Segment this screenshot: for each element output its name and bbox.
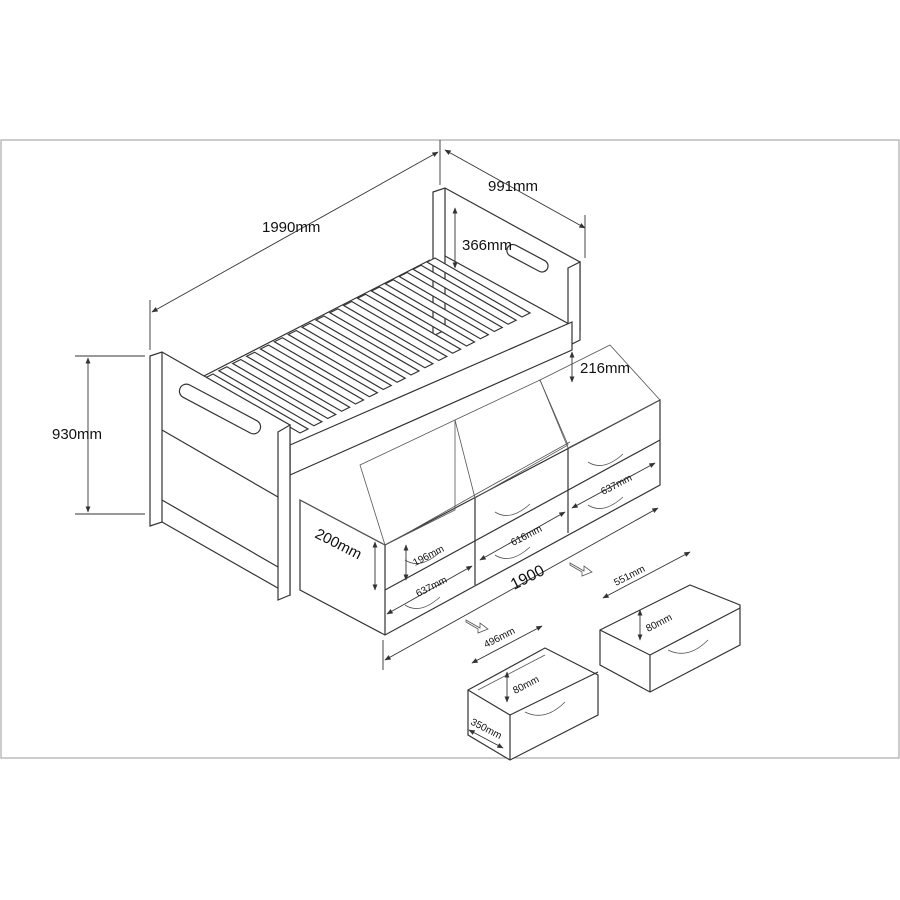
dim-overall-height: 930mm <box>52 426 102 443</box>
slat <box>259 344 365 405</box>
dim-headboard-height: 366mm <box>462 237 512 254</box>
slat <box>286 329 393 391</box>
dim-trundle-length: 1900 <box>508 562 548 593</box>
frame-border <box>0 139 900 759</box>
dim-overall-width: 991mm <box>488 178 538 195</box>
slat <box>217 366 324 427</box>
slat <box>314 315 421 376</box>
arrow-icon <box>465 619 489 634</box>
dimension-lines <box>75 140 691 749</box>
slat <box>231 358 338 420</box>
foot-board <box>149 351 291 601</box>
dim-overall-length: 1990mm <box>262 219 320 236</box>
slat <box>273 337 379 398</box>
dim-rail-height: 216mm <box>580 360 630 377</box>
slat <box>300 322 407 383</box>
arrow-icon <box>569 562 593 577</box>
bed-slats <box>203 257 532 434</box>
drawer-small <box>467 647 599 761</box>
drawer-large <box>599 584 741 693</box>
dim-drawer-large-width: 551mm <box>612 564 647 589</box>
slat <box>245 351 351 412</box>
